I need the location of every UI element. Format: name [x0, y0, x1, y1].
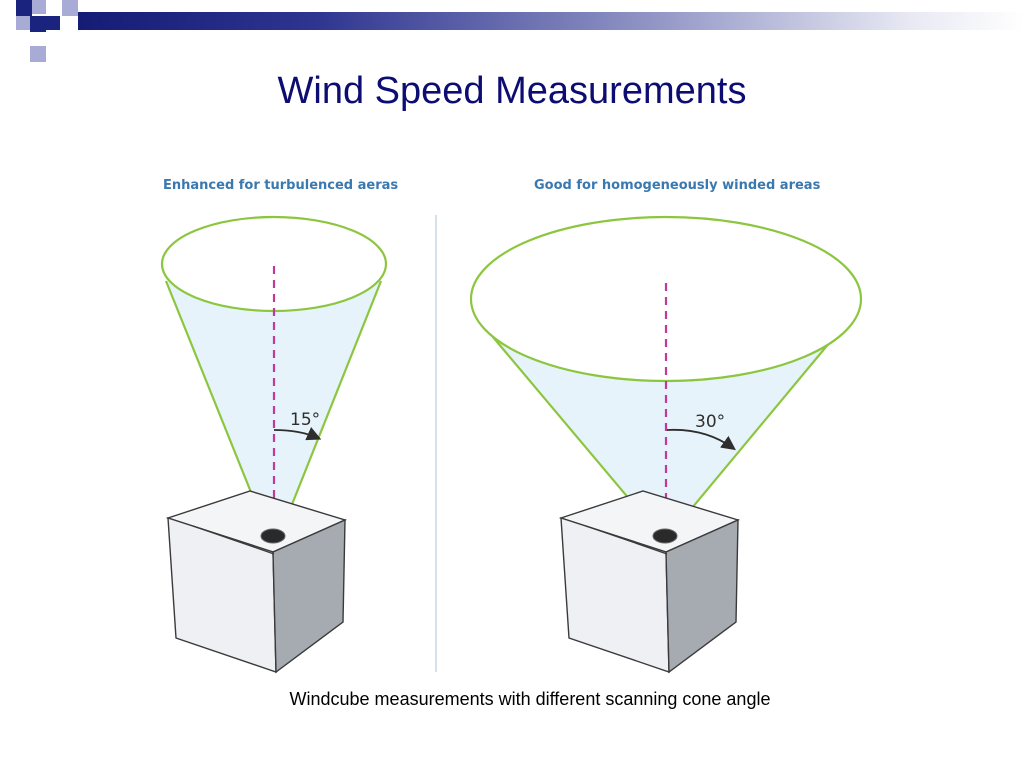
- windcube-device: [558, 490, 740, 674]
- angle-arc: [273, 427, 322, 441]
- slide-caption: Windcube measurements with different sca…: [289, 689, 771, 709]
- panel-heading: Enhanced for turbulenced aeras: [163, 178, 398, 193]
- angle-label: 15°: [290, 410, 320, 430]
- panel-15-degree: Enhanced for turbulenced aeras 15°: [160, 178, 398, 674]
- windcube-device: [165, 490, 347, 674]
- slide-title: Wind Speed Measurements: [277, 70, 747, 112]
- header-gradient-bar: [78, 12, 1024, 30]
- angle-arc: [666, 428, 736, 451]
- panel-heading: Good for homogeneously winded areas: [534, 178, 821, 193]
- angle-label: 30°: [695, 412, 725, 432]
- scanning-cone: [487, 330, 840, 532]
- panel-30-degree: Good for homogeneously winded areas 30°: [469, 178, 863, 674]
